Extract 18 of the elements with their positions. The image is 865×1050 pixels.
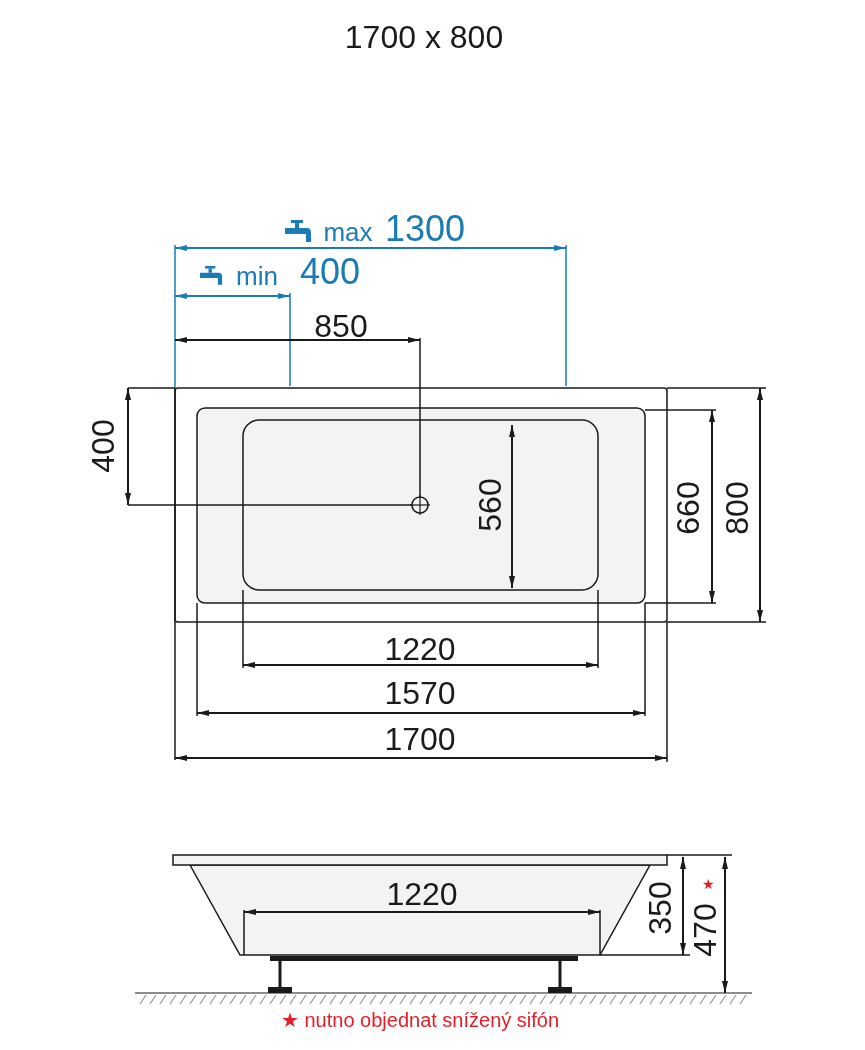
dimension-value: 400	[299, 254, 361, 290]
dimension-label: max	[323, 219, 373, 245]
dimension-value: 1300	[384, 211, 466, 247]
dimension-value: 800	[721, 481, 753, 535]
dimension-value: 400	[87, 419, 119, 473]
title: 1700 x 800	[344, 21, 504, 53]
dimension-value: 560	[474, 478, 506, 532]
dimension-value: 1220	[384, 633, 456, 665]
dimension-value: 1220	[386, 878, 458, 910]
dimension-value: 1570	[384, 677, 456, 709]
footnote: ★ nutno objednat snížený sifón	[280, 1010, 560, 1030]
dimension-value: 350	[644, 881, 676, 935]
dimension-label: min	[236, 263, 278, 289]
dimension-value: 470	[689, 903, 721, 957]
dimension-value: 1700	[384, 723, 456, 755]
dimension-value: 850	[314, 310, 368, 342]
footnote-mark: ★	[701, 877, 715, 891]
dimension-value: 660	[672, 481, 704, 535]
